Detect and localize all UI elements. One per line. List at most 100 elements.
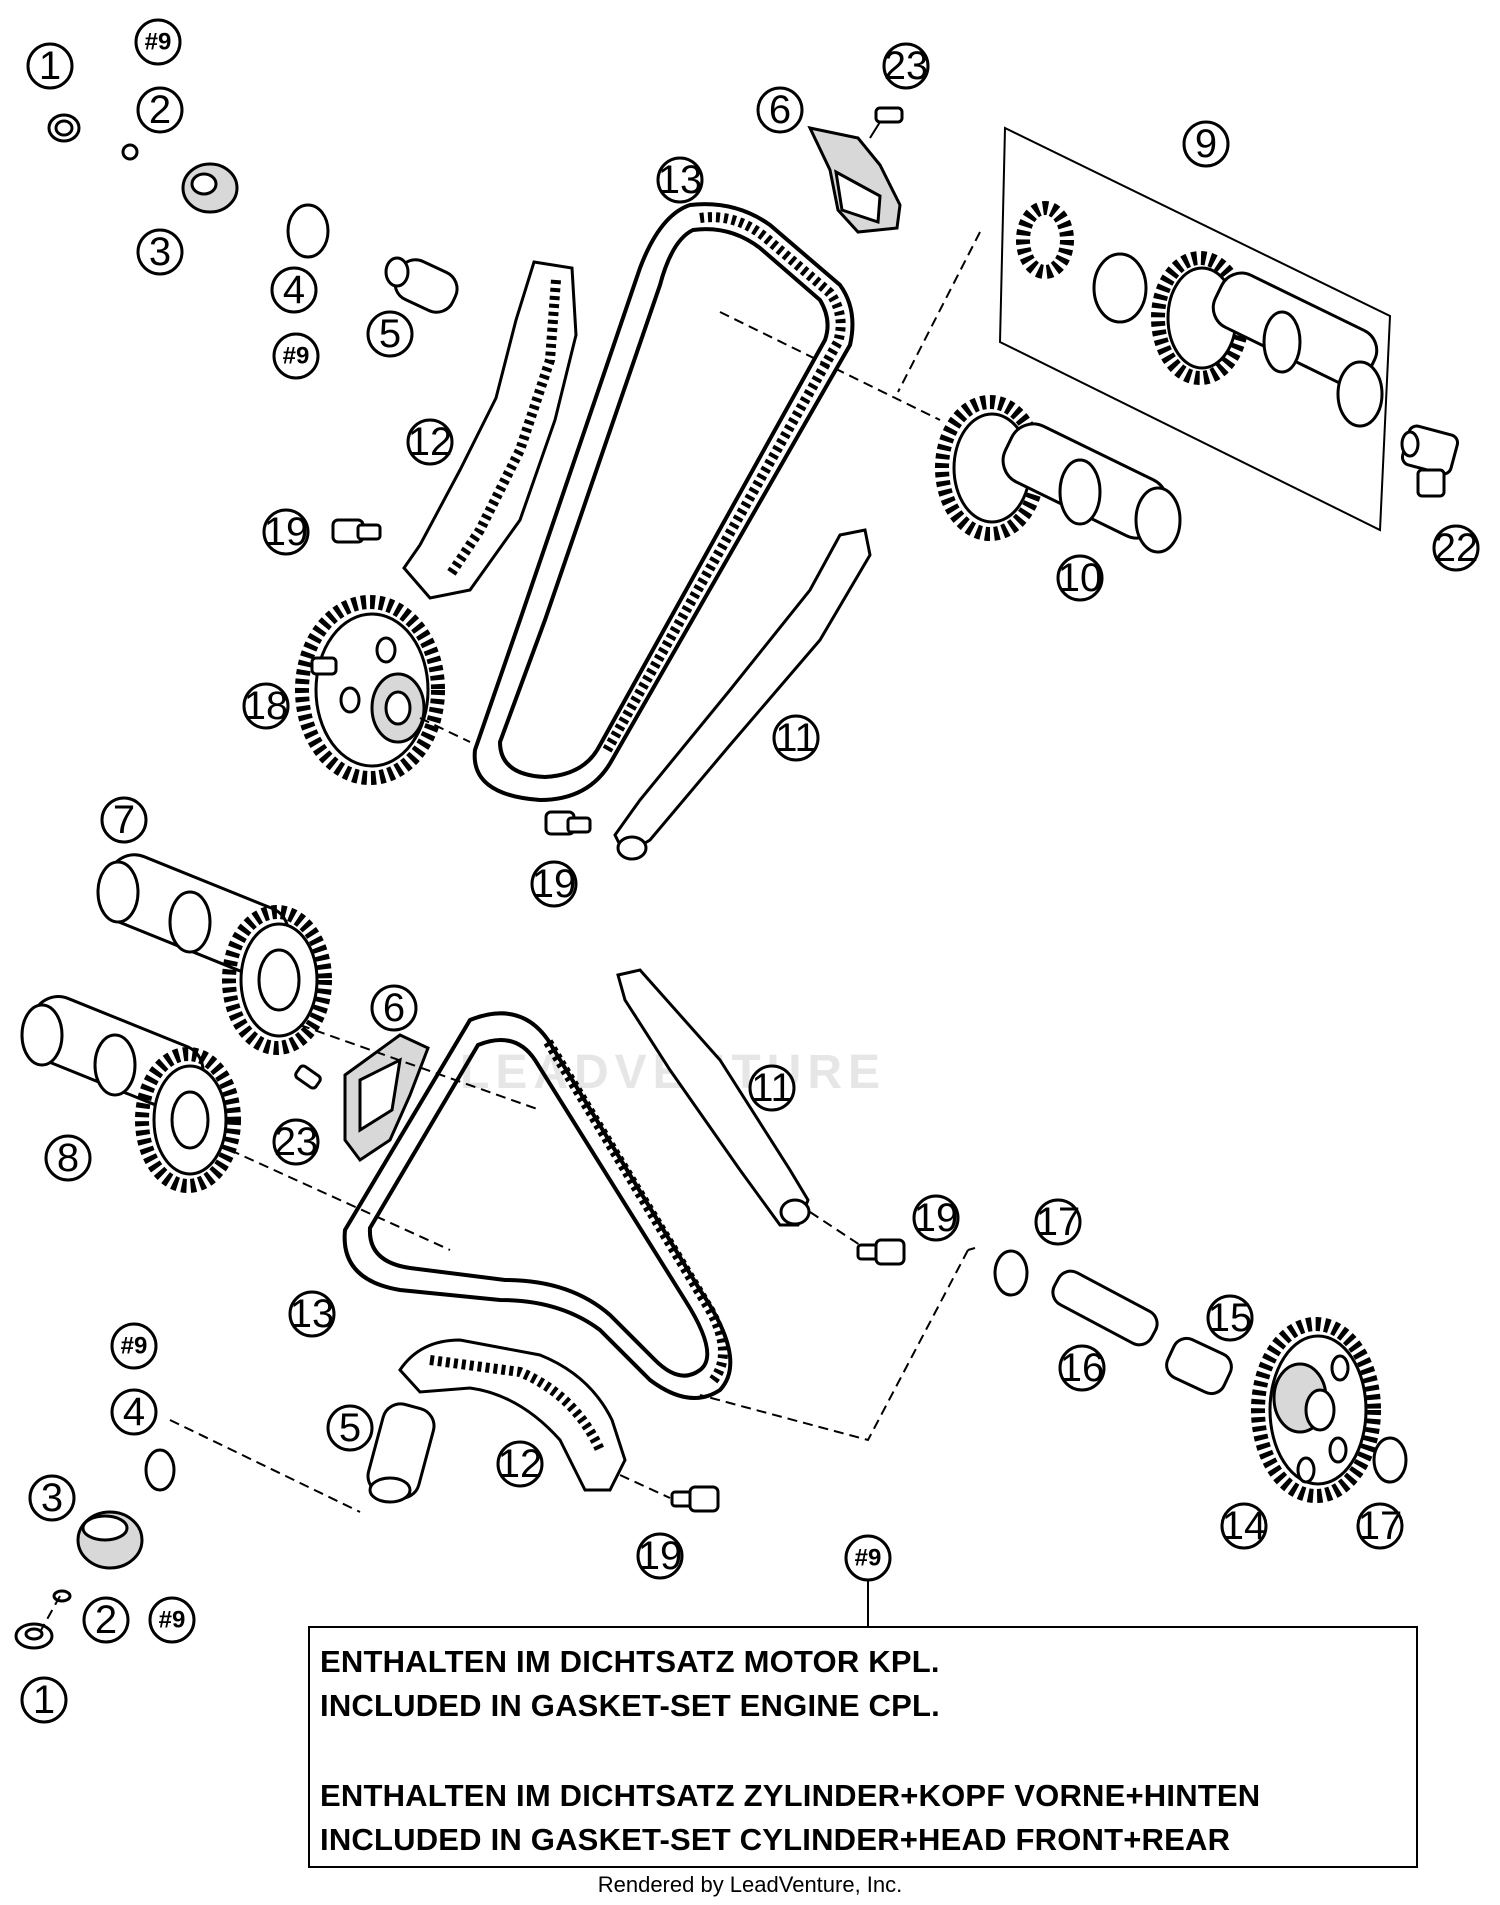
svg-text:12: 12 [498,1442,543,1486]
svg-text:9: 9 [1195,122,1217,166]
part-bushing-15 [1165,1336,1233,1396]
part-intermediate-gear [295,595,445,785]
gasket-set-note: ENTHALTEN IM DICHTSATZ MOTOR KPL. INCLUD… [308,1626,1418,1868]
part-plug-top [181,162,239,214]
part-tensioner-rail-teeth-top [445,279,561,578]
svg-text:4: 4 [123,1390,145,1434]
leader-top-9 [897,231,981,393]
leader-top-18 [419,717,471,743]
part-piston-top [384,256,459,314]
part-bolt-23-top [869,106,904,139]
leader-bottom-8 [229,1149,451,1251]
part-tensioner-rail-top [402,260,578,600]
svg-text:#9: #9 [283,343,310,370]
callout-15: 15 [1206,1294,1254,1342]
callout-13-bottom: 13 [288,1290,336,1338]
callout-17-a: 17 [1034,1198,1082,1246]
callout-4-top: 4 [270,266,318,314]
svg-text:5: 5 [339,1406,361,1450]
callout-9-ref-bottom-a: #9 [110,1322,158,1370]
svg-text:14: 14 [1222,1504,1267,1548]
part-oring-bottom [52,1589,72,1603]
leader-bottom-2 [39,1595,61,1633]
part-washer-17-b [1372,1436,1408,1484]
callout-6-top: 6 [756,86,804,134]
part-seal-bottom [14,1622,54,1650]
part-guide-block-bottom [343,1033,430,1163]
svg-text:1: 1 [33,1678,55,1722]
callout-4-bottom: 4 [110,1388,158,1436]
svg-text:4: 4 [283,268,305,312]
part-tensioner-rail-bottom [398,1338,627,1492]
callout-19-bottom-b: 19 [636,1532,684,1580]
note-line-en-1: INCLUDED IN GASKET-SET ENGINE CPL. [320,1688,940,1723]
callout-18: 18 [242,682,290,730]
part-bolt-23-bottom [294,1064,322,1090]
callout-19-bottom-a: 19 [912,1194,960,1242]
svg-text:2: 2 [149,88,171,132]
callout-5-top: 5 [366,310,414,358]
part-camshaft-10 [935,395,1182,554]
svg-text:19: 19 [532,862,577,906]
part-camshaft-7 [96,853,332,1055]
svg-text:19: 19 [914,1196,959,1240]
svg-text:3: 3 [149,230,171,274]
svg-text:13: 13 [658,158,703,202]
svg-text:#9: #9 [159,1607,186,1634]
callout-11-top: 11 [772,714,820,762]
callout-2-bottom: 2 [82,1596,130,1644]
part-oring-top [121,143,139,161]
callout-1-top: 1 [26,42,74,90]
svg-text:6: 6 [769,88,791,132]
svg-text:17: 17 [1036,1200,1081,1244]
part-washer-17-a [993,1249,1029,1297]
callout-22: 22 [1432,524,1480,572]
svg-text:11: 11 [775,716,817,760]
part-camshaft-sensor [1400,424,1460,498]
svg-text:6: 6 [383,986,405,1030]
callout-16: 16 [1058,1344,1106,1392]
part-bolt-19-top-b [544,810,592,836]
leader-bottom-14-solid [967,1247,976,1251]
callout-9-ref-top-a: #9 [134,18,182,66]
callout-17-b: 17 [1356,1502,1404,1550]
svg-text:#9: #9 [145,29,172,56]
callout-6-bottom: 6 [370,984,418,1032]
part-bolt-19-bottom-a [856,1238,906,1266]
svg-text:2: 2 [95,1598,117,1642]
svg-text:16: 16 [1060,1346,1105,1390]
svg-text:1: 1 [39,44,61,88]
callout-5-bottom: 5 [326,1404,374,1452]
part-piston-bottom [366,1402,436,1504]
callout-13-top: 13 [656,156,704,204]
svg-text:3: 3 [41,1476,63,1520]
svg-text:#9: #9 [121,1333,148,1360]
render-credit: Rendered by LeadVenture, Inc. [597,1872,903,1897]
callout-3-top: 3 [136,228,184,276]
leader-bottom-5 [169,1419,361,1513]
part-seal-top [47,113,81,143]
callout-9-ref-top-b: #9 [272,332,320,380]
leader-bottom-14 [699,1249,969,1442]
callout-11-bottom: 11 [748,1064,796,1112]
callout-8: 8 [44,1134,92,1182]
callout-7: 7 [100,796,148,844]
svg-text:12: 12 [408,420,453,464]
part-guide-block-top [807,125,902,234]
callout-10: 10 [1056,554,1104,602]
note-line-en-2: INCLUDED IN GASKET-SET CYLINDER+HEAD FRO… [320,1822,1231,1857]
svg-text:8: 8 [57,1136,79,1180]
leader-bottom-19a [809,1211,861,1246]
part-intermediate-gear-14 [1251,1317,1381,1503]
callout-12-bottom: 12 [496,1440,544,1488]
part-timing-chain-bottom [342,1011,733,1400]
part-shaft-16 [1051,1269,1159,1347]
part-slide-rail-top [613,528,872,861]
callout-23-top: 23 [882,42,930,90]
leader-bottom-19b [619,1474,671,1499]
note-line-de-2: ENTHALTEN IM DICHTSATZ ZYLINDER+KOPF VOR… [320,1778,1261,1813]
callout-23-bottom: 23 [272,1118,320,1166]
svg-text:19: 19 [264,510,309,554]
note-line-de-1: ENTHALTEN IM DICHTSATZ MOTOR KPL. [320,1644,940,1679]
